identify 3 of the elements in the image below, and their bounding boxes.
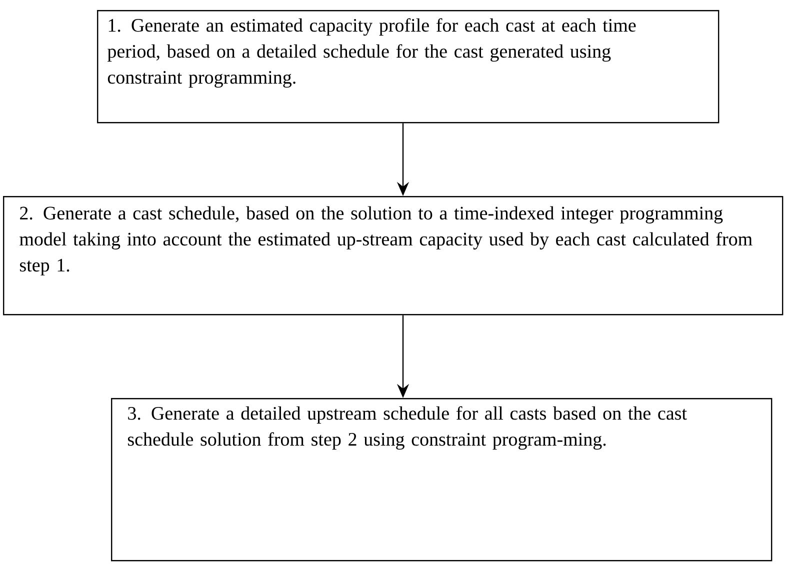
process-box: 3. Generate a detailed upstream schedule for all casts based on the cast schedule solution from step 2 using constraint program-ming. [111, 398, 772, 562]
process-box: 2. Generate a cast schedule, based on the solution to a time-indexed integer programming model taking into account the estimated up-stream capacity used by each cast calculated from step 1. [3, 196, 784, 316]
process-box: 1. Generate an estimated capacity profile for each cast at each time period, based on a detailed schedule for the cast generated using constraint programming. [97, 10, 720, 124]
